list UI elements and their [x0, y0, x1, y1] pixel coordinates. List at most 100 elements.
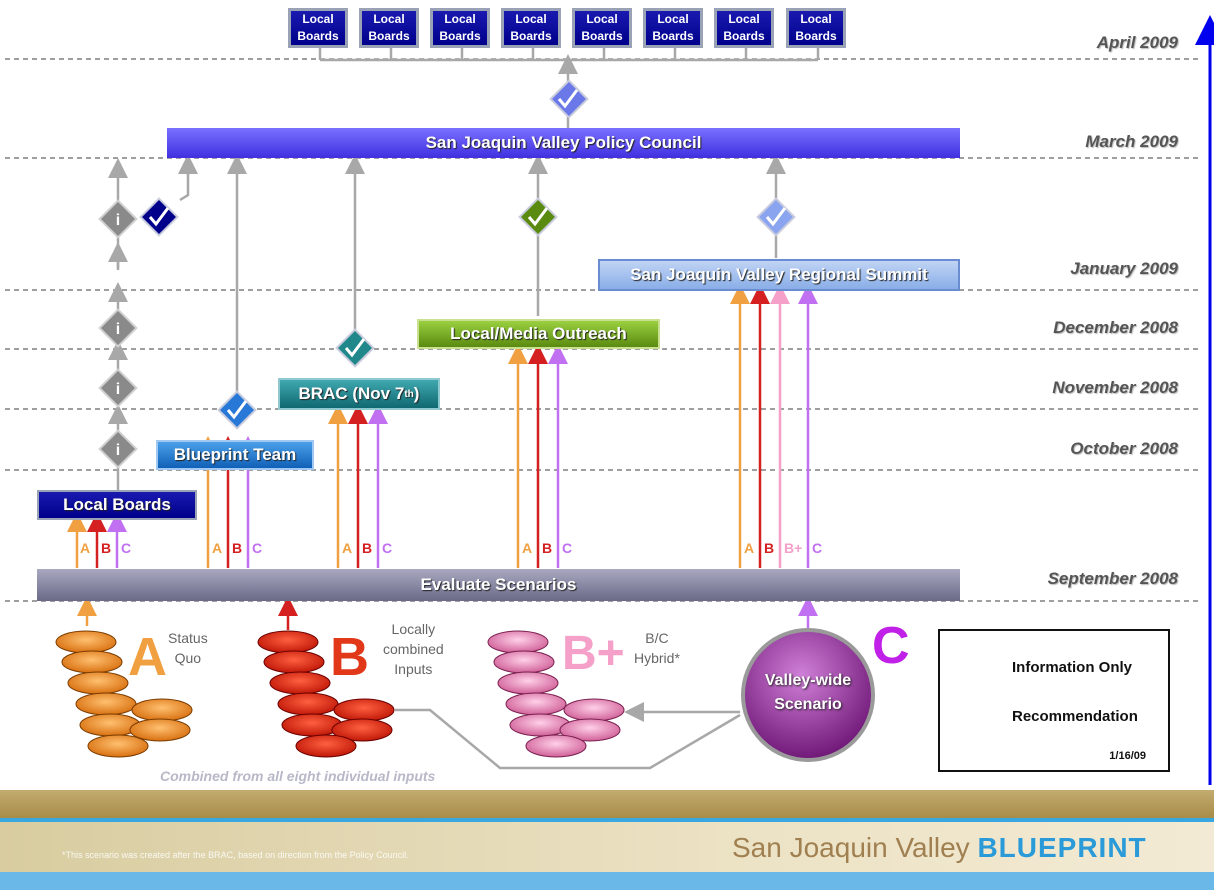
scenario-c-letter: C [872, 617, 910, 675]
footer-blue-line [0, 818, 1214, 822]
abc-label-c: C [252, 540, 263, 556]
svg-text:i: i [116, 212, 120, 229]
svg-text:i: i [116, 442, 120, 459]
abc-label-c: C [121, 540, 132, 556]
scenario-a-label-line: Status [168, 630, 208, 646]
abc-label-a: A [212, 540, 223, 556]
scenario-b-stack [257, 630, 395, 758]
info-diamond-icon: i [98, 308, 138, 348]
footer-cream-band [0, 822, 1214, 872]
combined-note: Combined from all eight individual input… [160, 768, 436, 784]
scenario-c-label-line: Valley-wide [764, 672, 852, 689]
date-march-2009: March 2009 [1085, 132, 1178, 151]
svg-text:i: i [116, 321, 120, 338]
legend-box: Information Only Recommendation 1/16/09 [938, 629, 1170, 772]
date-november-2008: November 2008 [1052, 378, 1178, 397]
hybrid-connectors [395, 702, 741, 770]
scenario-bplus-letter: B+ [562, 627, 625, 680]
footer-title-accent: BLUEPRINT [977, 832, 1147, 863]
evaluate-scenarios-bar: Evaluate Scenarios [37, 569, 960, 601]
scenario-bplus-label-line: B/C [645, 630, 669, 646]
scenario-c-circle [741, 628, 875, 762]
local-boards-box-6: Local Boards [643, 8, 703, 48]
scenario-c-label: Valley-wide Scenario [743, 669, 873, 717]
policy-council-bar: San Joaquin Valley Policy Council [167, 128, 960, 158]
abc-label-b: B [764, 540, 775, 556]
abc-label-a: A [80, 540, 91, 556]
scenario-a-letter: A [128, 627, 167, 687]
brac-label: BRAC (Nov 7 [298, 384, 405, 403]
local-boards-label: Local Boards [297, 12, 339, 43]
date-september-2008: September 2008 [1047, 569, 1178, 588]
abc-label-bplus: B+ [784, 540, 803, 556]
date-january-2009: January 2009 [1070, 259, 1178, 278]
scenario-b-label: Locally combined Inputs [383, 619, 444, 679]
abc-label-c: C [562, 540, 573, 556]
footer-bottom-band [0, 872, 1214, 890]
info-diamond-icon: i [98, 199, 138, 239]
checkmark-diamond-icon [518, 197, 558, 237]
abc-label-b: B [362, 540, 373, 556]
local-boards-box-5: Local Boards [572, 8, 632, 48]
local-boards-box-7: Local Boards [714, 8, 774, 48]
local-boards-box-2: Local Boards [359, 8, 419, 48]
abc-label-b: B [101, 540, 112, 556]
regional-summit-bar: San Joaquin Valley Regional Summit [598, 259, 960, 291]
footer-note: *This scenario was created after the BRA… [62, 850, 409, 860]
scenario-b-label-line: Locally [391, 621, 436, 637]
policy-council-arrows [108, 116, 786, 490]
legend-recommendation-label: Recommendation [1012, 708, 1138, 725]
footer-gold-band [0, 790, 1214, 818]
scenario-b-letter: B [330, 627, 369, 687]
abc-label-b: B [232, 540, 243, 556]
scenario-c-label-line: Scenario [774, 696, 842, 713]
date-december-2008: December 2008 [1053, 318, 1178, 337]
scenario-bplus-stack [487, 630, 625, 758]
local-boards-label: Local Boards [368, 12, 410, 43]
svg-text:i: i [116, 381, 120, 398]
scenario-a-stack [55, 630, 193, 758]
scenario-b-label-line: Inputs [394, 661, 433, 677]
scenario-arrows [67, 284, 818, 630]
checkmark-diamond-icon [335, 328, 375, 368]
abc-label-c: C [812, 540, 823, 556]
footer-title: San Joaquin Valley BLUEPRINT [732, 832, 1147, 864]
abc-label-a: A [342, 540, 353, 556]
blueprint-team-bar: Blueprint Team [156, 440, 314, 470]
local-boards-label: Local Boards [723, 12, 765, 43]
checkmark-diamond-icon [139, 197, 179, 237]
local-boards-label: Local Boards [581, 12, 623, 43]
brac-label-sup: th [404, 388, 414, 400]
info-diamond-icon: i [98, 368, 138, 408]
top-recommendation [549, 79, 589, 119]
local-boards-bar: Local Boards [37, 490, 197, 520]
info-diamond-icon: i [98, 429, 138, 469]
local-boards-label: Local Boards [795, 12, 837, 43]
local-boards-box-3: Local Boards [430, 8, 490, 48]
local-boards-box-8: Local Boards [786, 8, 846, 48]
abc-label-c: C [382, 540, 393, 556]
checkmark-diamond-icon [217, 390, 257, 430]
abc-label-a: A [522, 540, 533, 556]
media-outreach-bar: Local/Media Outreach [417, 319, 660, 349]
scenario-bplus-label-line: Hybrid* [634, 650, 680, 666]
scenario-bplus-label: B/C Hybrid* [634, 628, 680, 668]
scenario-a-label: Status Quo [168, 628, 208, 668]
scenario-a-label-line: Quo [174, 650, 202, 666]
legend-info-label: Information Only [1012, 659, 1132, 676]
footer-title-main: San Joaquin Valley [732, 832, 970, 863]
local-boards-label: Local Boards [510, 12, 552, 43]
legend-date: 1/16/09 [1109, 750, 1146, 762]
brac-label-end: ) [413, 384, 420, 403]
local-boards-connector [318, 48, 820, 82]
abc-label-b: B [542, 540, 553, 556]
scenario-b-label-line: combined [383, 641, 444, 657]
local-boards-label: Local Boards [652, 12, 694, 43]
local-boards-label: Local Boards [439, 12, 481, 43]
local-boards-box-1: Local Boards [288, 8, 348, 48]
local-boards-box-4: Local Boards [501, 8, 561, 48]
date-april-2009: April 2009 [1096, 33, 1178, 52]
checkmark-diamond-icon [756, 197, 796, 237]
